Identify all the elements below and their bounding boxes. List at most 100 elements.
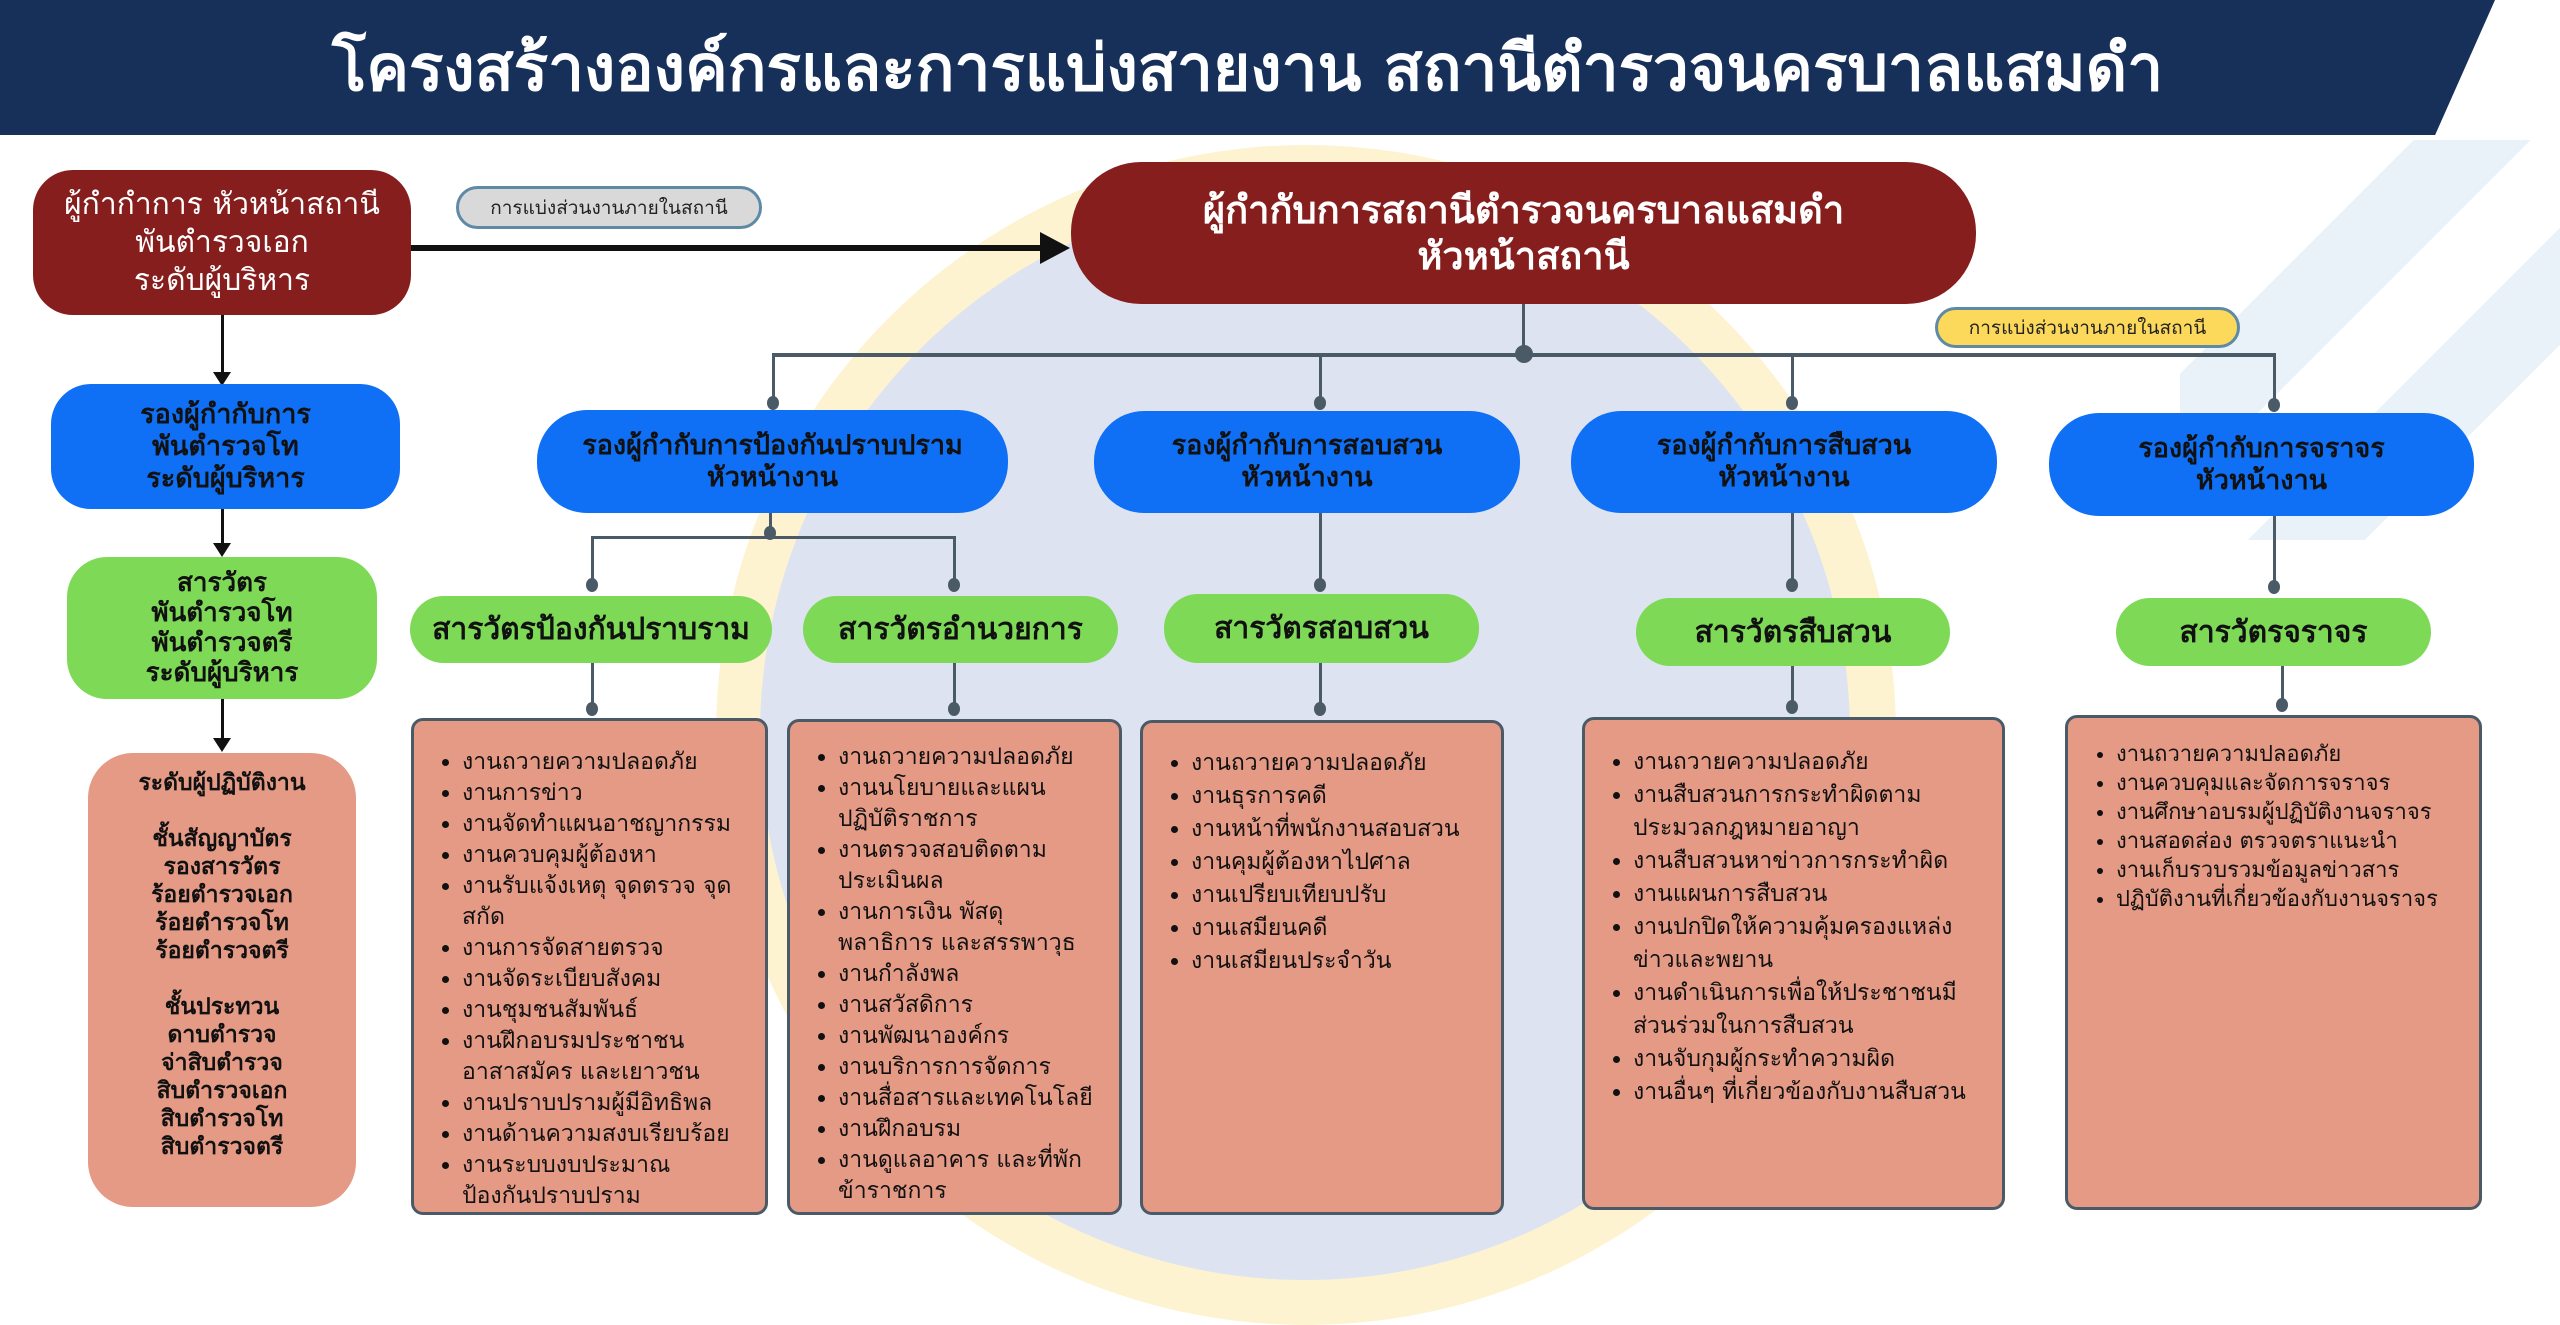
task-item: งานบริการการจัดการ [838, 1052, 1099, 1083]
task-list: งานถวายความปลอดภัยงานสืบสวนการกระทำผิดตา… [1633, 746, 1982, 1109]
deputy-rank-box: รองผู้กำกับการ พันตำรวจโท ระดับผู้บริหาร [51, 384, 400, 509]
task-item: งานธุรการคดี [1191, 780, 1481, 813]
tasks-administration: งานถวายความปลอดภัยงานนโยบายและแผนปฏิบัติ… [787, 719, 1122, 1215]
task-item: งานด้านความสงบเรียบร้อย [462, 1119, 745, 1150]
task-item: งานระบบงบประมาณ ป้องกันปราบปราม [462, 1150, 745, 1212]
junction-dot [1314, 578, 1326, 592]
junction-dot [948, 702, 960, 716]
deputy-title: รองผู้กำกับการสอบสวน [1171, 430, 1443, 461]
rank-line: สิบตำรวจเอก [156, 1078, 288, 1104]
rank-line: พันตำรวจเอก [135, 224, 309, 260]
task-item: งานตรวจสอบติดตาม ประเมินผล [838, 835, 1099, 897]
connector [591, 536, 594, 584]
junction-dot [2268, 580, 2280, 594]
task-item: งานสืบสวนการกระทำผิดตาม ประมวลกฎหมายอาญา [1633, 779, 1982, 845]
task-item: งานเสมียนคดี [1191, 912, 1481, 945]
task-item: งานพัฒนาองค์กร [838, 1021, 1099, 1052]
rank-line: จ่าสิบตำรวจ [161, 1050, 283, 1076]
task-item: งานชุมชนสัมพันธ์ [462, 995, 745, 1026]
deputy-title: รองผู้กำกับการจราจร [2138, 432, 2385, 464]
task-item: งานถวายความปลอดภัย [1191, 747, 1481, 780]
task-item: งานควบคุมและจัดการจราจร [2116, 769, 2459, 798]
junction-dot [948, 578, 960, 592]
deputy-investigation: รองผู้กำกับการสืบสวนหัวหน้างาน [1571, 411, 1997, 513]
arrow-to-chief [411, 245, 1051, 251]
arrow-down-icon [213, 738, 231, 752]
task-list: งานถวายความปลอดภัยงานนโยบายและแผนปฏิบัติ… [838, 742, 1099, 1207]
connector [1791, 513, 1794, 585]
connector [772, 353, 775, 403]
task-item: งานแผนการสืบสวน [1633, 878, 1982, 911]
arrow-down-icon [213, 543, 231, 557]
connector [1319, 513, 1322, 585]
rank-line: พันตำรวจโท [151, 598, 293, 628]
task-item: งานถวายความปลอดภัย [1633, 746, 1982, 779]
unit-traffic: สารวัตรจราจร [2116, 598, 2431, 666]
unit-investigation: สารวัตรสืบสวน [1636, 598, 1950, 666]
unit-inquiry: สารวัตรสอบสวน [1164, 594, 1479, 663]
tasks-inquiry: งานถวายความปลอดภัยงานธุรการคดีงานหน้าที่… [1140, 720, 1504, 1215]
deputy-inquiry: รองผู้กำกับการสอบสวนหัวหน้างาน [1094, 411, 1520, 513]
task-item: งานการเงิน พัสดุ พลาธิการ และสรรพาวุธ [838, 897, 1099, 959]
task-item: งานจัดทำแผนอาชญากรรม [462, 809, 745, 840]
connector [1319, 663, 1322, 711]
junction-dot [1314, 396, 1326, 410]
connector [221, 315, 224, 375]
rank-line: สิบตำรวจตรี [160, 1134, 284, 1160]
task-item: งานเก็บรวบรวมข้อมูลข่าวสาร [2116, 856, 2459, 885]
rank-line: ชั้นประทวน [164, 994, 280, 1020]
operational-heading: ระดับผู้ปฏิบัติงาน [138, 770, 306, 796]
task-item: งานเปรียบเทียบปรับ [1191, 879, 1481, 912]
division-label-gray: การแบ่งส่วนงานภายในสถานี [456, 186, 762, 229]
division-label-yellow: การแบ่งส่วนงานภายในสถานี [1935, 307, 2240, 348]
connector [769, 513, 772, 537]
task-item: งานคุมผู้ต้องหาไปศาล [1191, 846, 1481, 879]
junction-dot [1786, 396, 1798, 410]
task-item: งานจัดระเบียบสังคม [462, 964, 745, 995]
task-item: งานสื่อสารและเทคโนโลยี [838, 1083, 1099, 1114]
header-bar [0, 0, 2495, 135]
task-item: งานดำเนินการเพื่อให้ประชาชนมี ส่วนร่วมใน… [1633, 977, 1982, 1043]
task-item: งานจับกุมผู้กระทำความผิด [1633, 1043, 1982, 1076]
deputy-subtitle: หัวหน้างาน [706, 461, 839, 493]
rank-line: พันตำรวจตรี [151, 628, 293, 658]
task-item: งานอื่นๆ ที่เกี่ยวข้องกับงานสืบสวน [1633, 1076, 1982, 1109]
chief-title: ผู้กำกับการสถานีตำรวจนครบาลแสมดำ [1202, 188, 1845, 232]
task-item: งานปกปิดให้ความคุ้มครองแหล่ง ข่าวและพยาน [1633, 911, 1982, 977]
task-item: งานฝึกอบรม [838, 1114, 1099, 1145]
deputy-crime-prevention: รองผู้กำกับการป้องกันปราบปรามหัวหน้างาน [537, 410, 1008, 513]
task-item: งานดูแลอาคาร และที่พัก ข้าราชการ [838, 1145, 1099, 1207]
junction-dot [586, 578, 598, 592]
junction-dot [2276, 698, 2288, 712]
tasks-crime-prevention: งานถวายความปลอดภัยงานการข่าวงานจัดทำแผนอ… [411, 718, 768, 1215]
task-item: งานฝึกอบรมประชาชน อาสาสมัคร และเยาวชน [462, 1026, 745, 1088]
rank-line: ระดับผู้บริหาร [145, 658, 299, 688]
chief-subtitle: หัวหน้าสถานี [1417, 234, 1630, 278]
junction-dot [767, 396, 779, 410]
task-item: งานสืบสวนหาข่าวการกระทำผิด [1633, 845, 1982, 878]
deputy-title: รองผู้กำกับการป้องกันปราบปราม [582, 429, 963, 461]
connector [221, 509, 224, 546]
rank-line: ชั้นสัญญาบัตร [152, 826, 292, 852]
operational-rank-box: ระดับผู้ปฏิบัติงาน ชั้นสัญญาบัตร รองสารว… [88, 753, 356, 1207]
arrow-right-icon [1040, 232, 1070, 264]
task-list: งานถวายความปลอดภัยงานการข่าวงานจัดทำแผนอ… [462, 747, 745, 1212]
junction-dot [1786, 700, 1798, 714]
task-list: งานถวายความปลอดภัยงานธุรการคดีงานหน้าที่… [1191, 747, 1481, 978]
task-item: งานการจัดสายตรวจ [462, 933, 745, 964]
inspector-rank-box: สารวัตร พันตำรวจโท พันตำรวจตรี ระดับผู้บ… [67, 557, 377, 699]
rank-line: ดาบตำรวจ [167, 1022, 277, 1048]
task-item: งานถวายความปลอดภัย [2116, 740, 2459, 769]
deputy-traffic: รองผู้กำกับการจราจรหัวหน้างาน [2049, 413, 2474, 516]
task-item: งานรับแจ้งเหตุ จุดตรวจ จุดสกัด [462, 871, 745, 933]
rank-line: รองผู้กำกับการ [140, 398, 311, 430]
connector [221, 699, 224, 741]
rank-line: ร้อยตำรวจโท [155, 910, 289, 936]
rank-line: สิบตำรวจโท [160, 1106, 284, 1132]
rank-line: ระดับผู้บริหาร [133, 262, 311, 298]
deputy-title: รองผู้กำกับการสืบสวน [1656, 430, 1912, 461]
task-item: งานปราบปรามผู้มีอิทธิพล [462, 1088, 745, 1119]
connector [591, 663, 594, 711]
task-item: งานนโยบายและแผนปฏิบัติราชการ [838, 773, 1099, 835]
rank-line: ผู้กำกำการ หัวหน้าสถานี [64, 186, 380, 222]
